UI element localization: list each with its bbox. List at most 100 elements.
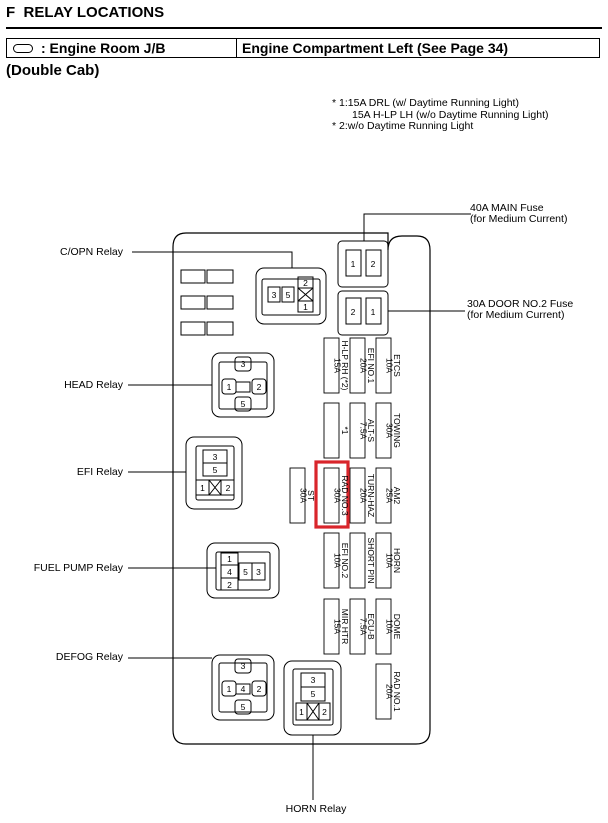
relay-pin: 2 (322, 707, 327, 717)
fuel-pump-relay-label: FUEL PUMP Relay (34, 562, 124, 574)
leader-lines (128, 213, 471, 800)
fuse-amp: 20A (359, 358, 369, 373)
horn-relay-label: HORN Relay (286, 803, 347, 815)
relay-pin: 5 (241, 702, 246, 712)
door-fuse-sublabel: (for Medium Current) (467, 309, 564, 321)
relay-pin: 2 (227, 580, 232, 590)
location-block-name: : Engine Room J/B (41, 40, 166, 56)
relay-pin: 2 (257, 382, 262, 392)
fuse-amp: 7.5A (359, 618, 369, 636)
vehicle-variant: (Double Cab) (6, 62, 100, 79)
header-divider (6, 27, 602, 29)
relay-pin: 1 (299, 707, 304, 717)
fuse-name: ST (306, 490, 316, 501)
fuse-name: DOME (392, 614, 402, 640)
rad-no3-slot (323, 467, 340, 524)
main-fuse-pin: 2 (371, 259, 376, 269)
section-letter: F (6, 4, 16, 21)
footnote-1: * 1:15A DRL (w/ Daytime Running Light) (332, 97, 519, 109)
defog-relay (211, 654, 275, 721)
efi-relay (185, 436, 243, 510)
copn-relay-label: C/OPN Relay (60, 246, 124, 258)
fuse-name: RAD NO.3 (340, 475, 350, 515)
fuse-name: H-LP RH (*2) (340, 341, 350, 391)
fuse-name: ECU-B (366, 613, 376, 640)
door-fuse-pin: 2 (351, 307, 356, 317)
relay-pin: 5 (286, 290, 291, 300)
section-header: F RELAY LOCATIONS (6, 4, 164, 21)
main-fuse-pin: 1 (351, 259, 356, 269)
fuse-slots (289, 337, 392, 720)
relay-pin: 1 (227, 382, 232, 392)
location-position-cell: Engine Compartment Left (See Page 34) (237, 39, 599, 57)
relay-pin: 1 (227, 554, 232, 564)
copn-relay (255, 267, 327, 325)
relay-pin: 5 (243, 567, 248, 577)
junction-block-outline (172, 232, 431, 745)
spare-sockets (180, 269, 234, 336)
rad-no3-highlight (314, 460, 350, 529)
location-position-text: Engine Compartment Left (See Page 34) (242, 40, 509, 56)
fuse-amp: 10A (385, 553, 395, 568)
fuse-name: HORN (392, 548, 402, 573)
fuel-pump-relay (206, 542, 280, 599)
relay-pin: 1 (303, 302, 308, 312)
fuse-amp: 25A (385, 488, 395, 503)
location-table: : Engine Room J/B Engine Compartment Lef… (6, 38, 600, 58)
fuse-name: TURN-HAZ (366, 474, 376, 517)
fuse-amp: 10A (385, 619, 395, 634)
fuse-name: EFI NO.2 (340, 543, 350, 579)
fuse-name: ALT-S (366, 419, 376, 442)
fuse-name: ETCS (392, 354, 402, 377)
relay-pin: 4 (227, 567, 232, 577)
efi-relay-label: EFI Relay (77, 466, 124, 478)
relay-pin: 4 (241, 684, 246, 694)
fuse-name: AM2 (392, 487, 402, 505)
footnotes: * 1:15A DRL (w/ Daytime Running Light) 1… (332, 97, 549, 133)
fuse-name: SHORT PIN (366, 538, 376, 584)
fuse-name: EFI NO.1 (366, 348, 376, 384)
footnote-2: * 2:w/o Daytime Running Light (332, 120, 474, 132)
relay-pin: 3 (272, 290, 277, 300)
main-fuse-40a (337, 240, 389, 288)
relay-pin: 3 (213, 452, 218, 462)
door-fuse-label: 30A DOOR NO.2 Fuse (467, 298, 573, 310)
fuse-amp: 15A (333, 619, 343, 634)
fuse-amp: 20A (359, 488, 369, 503)
fuse-amp: 30A (333, 488, 343, 503)
fuse-amp: 7.5A (359, 422, 369, 440)
fuse-name: TOWING (392, 413, 402, 448)
relay-pin: 1 (227, 684, 232, 694)
location-block-cell: : Engine Room J/B (7, 39, 237, 57)
relay-pin: 2 (303, 278, 308, 288)
relay-pin: 3 (241, 359, 246, 369)
fuse-amp: 15A (333, 358, 343, 373)
door-fuse-pin: 1 (371, 307, 376, 317)
fuse-name: *1 (340, 426, 350, 434)
main-fuse-sublabel: (for Medium Current) (470, 213, 567, 225)
fuse-name: MIR HTR (340, 609, 350, 644)
relay-pin: 2 (226, 483, 231, 493)
defog-relay-label: DEFOG Relay (56, 651, 124, 663)
fuse-amp: 10A (385, 358, 395, 373)
horn-relay (283, 660, 342, 736)
relay-pin: 5 (311, 689, 316, 699)
door-fuse-30a (337, 290, 389, 336)
relay-pin: 2 (257, 684, 262, 694)
relay-pin: 3 (311, 675, 316, 685)
section-title: RELAY LOCATIONS (23, 4, 165, 21)
fuse-amp: 20A (385, 684, 395, 699)
fuse-amp: 30A (385, 423, 395, 438)
fuse-amp: 10A (333, 553, 343, 568)
connector-symbol-icon (13, 43, 33, 53)
footnote-1b: 15A H-LP LH (w/o Daytime Running Light) (352, 108, 549, 121)
relay-pin: 3 (241, 661, 246, 671)
relay-pin: 5 (213, 465, 218, 475)
main-fuse-label: 40A MAIN Fuse (470, 202, 544, 214)
relay-pin: 5 (241, 399, 246, 409)
relay-pin: 1 (200, 483, 205, 493)
head-relay-label: HEAD Relay (64, 379, 124, 391)
fuse-amp: 30A (299, 488, 309, 503)
relay-pin: 3 (256, 567, 261, 577)
